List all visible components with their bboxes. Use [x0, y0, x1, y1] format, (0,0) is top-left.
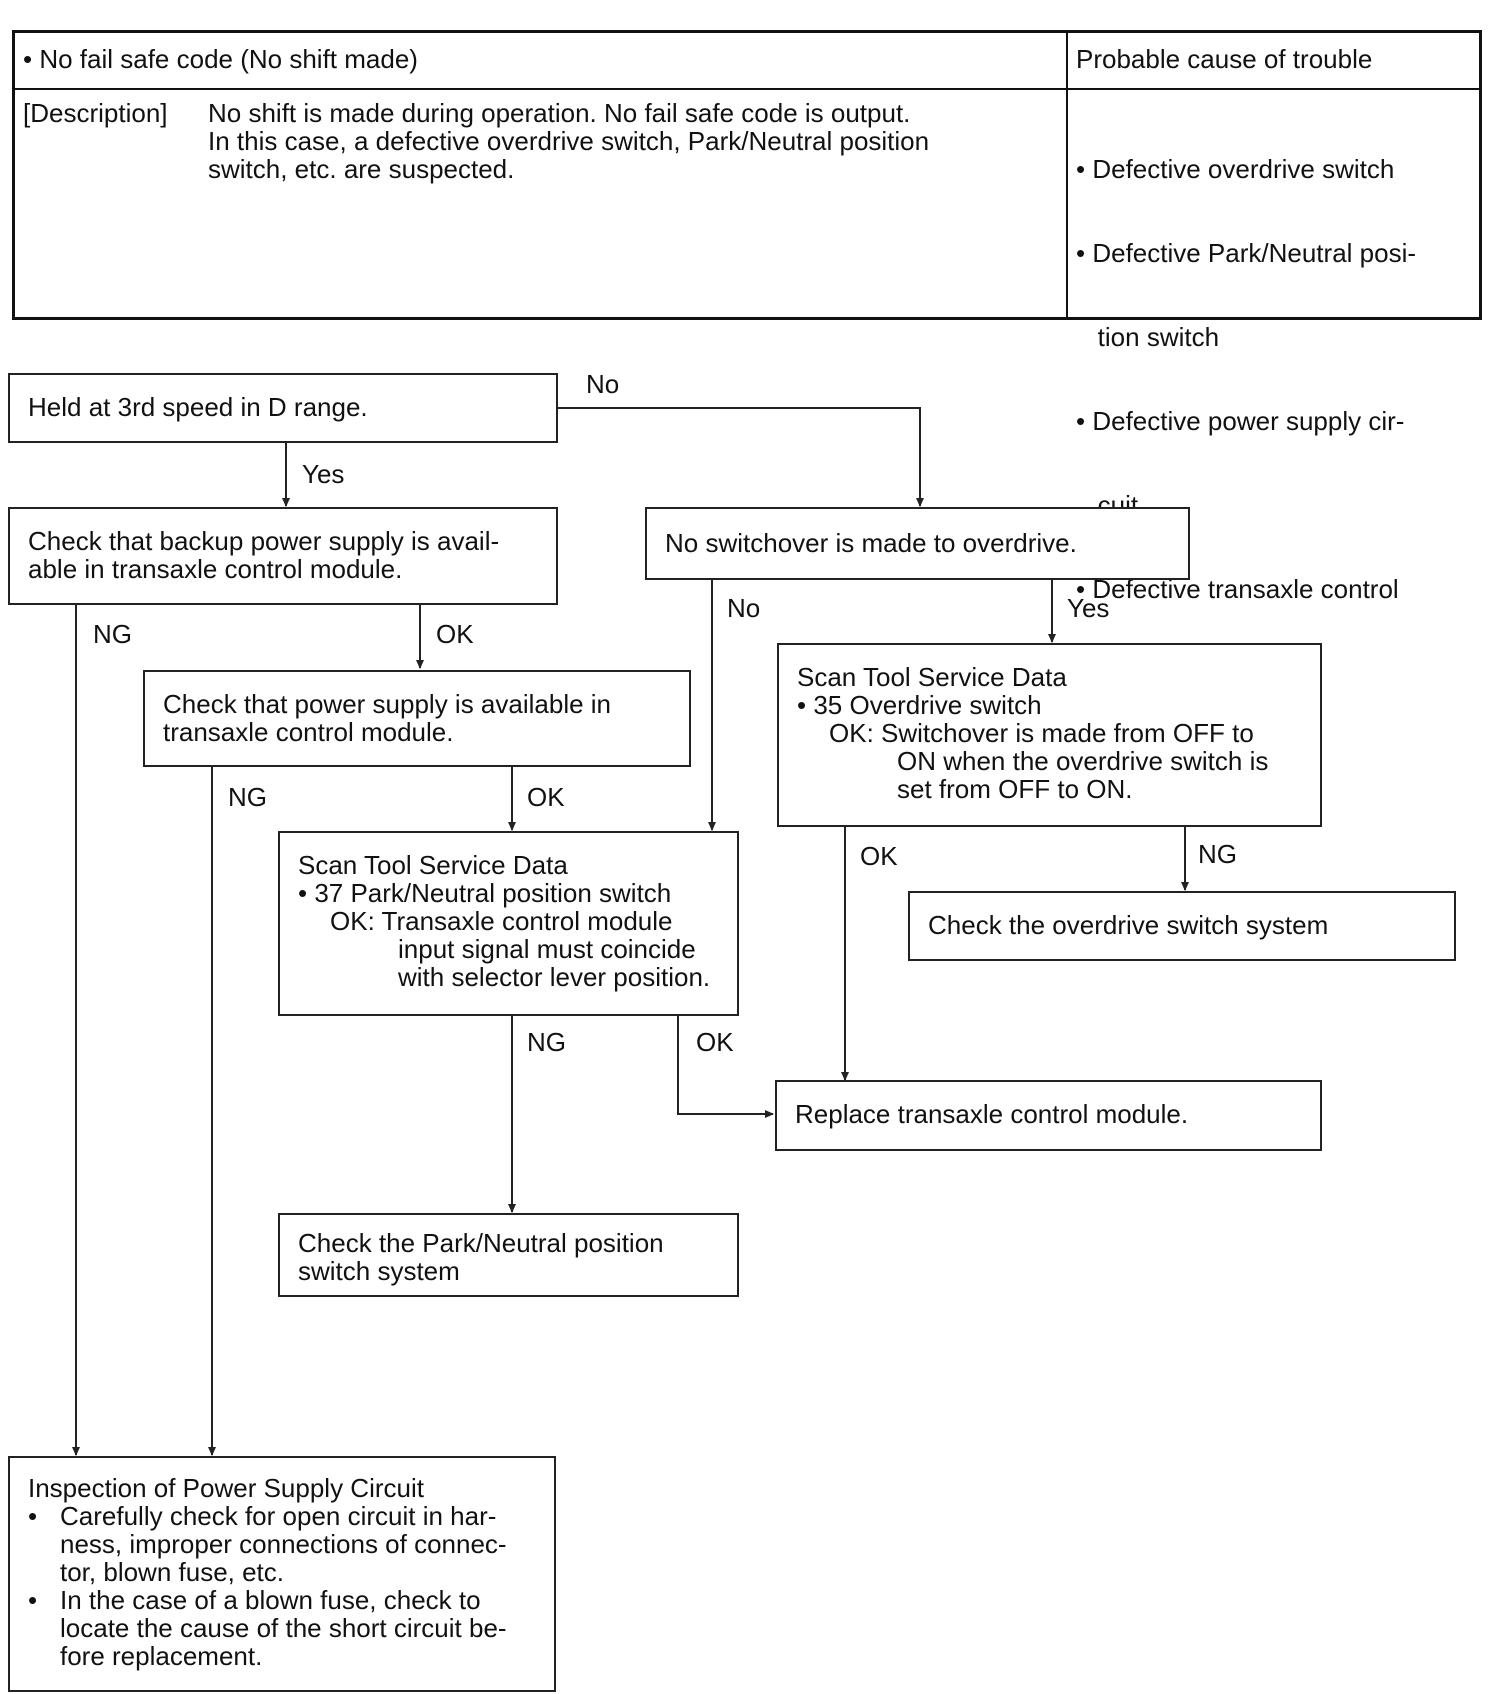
cause-item: • Defective overdrive switch: [1076, 154, 1395, 184]
bullet-text: locate the cause of the short circuit be…: [60, 1613, 507, 1643]
replace-tcm-box: Replace transaxle control module.: [775, 1080, 1322, 1151]
box-text: Held at 3rd speed in D range.: [28, 392, 368, 422]
box-text: Check that backup power supply is avail-: [28, 526, 500, 556]
description-line: No shift is made during operation. No fa…: [208, 98, 911, 128]
branch-label-ok: OK: [436, 619, 474, 649]
scan-ok: with selector lever position.: [398, 962, 711, 992]
description-line: In this case, a defective overdrive swit…: [208, 126, 930, 156]
inspection-title: Inspection of Power Supply Circuit: [28, 1473, 424, 1503]
box-text: switch system: [298, 1256, 460, 1286]
scan-ok: OK: Transaxle control module: [330, 906, 673, 936]
table-column-divider: [1066, 33, 1068, 317]
inspection-bullet: •In the case of a blown fuse, check to: [28, 1585, 481, 1615]
branch-label-ng: NG: [1198, 839, 1237, 869]
branch-label-ng: NG: [228, 782, 267, 812]
check-park-neutral-box: Check the Park/Neutral position switch s…: [278, 1213, 739, 1297]
branch-label-ok: OK: [696, 1027, 734, 1057]
branch-label-ng: NG: [93, 619, 132, 649]
power-supply-box: Check that power supply is available in …: [143, 670, 691, 767]
bullet-text: fore replacement.: [60, 1641, 263, 1671]
box-text: No switchover is made to overdrive.: [665, 528, 1077, 558]
scan-title: Scan Tool Service Data: [298, 850, 568, 880]
scan-ok: OK: Switchover is made from OFF to: [829, 718, 1254, 748]
scan-tool-35-box: Scan Tool Service Data • 35 Overdrive sw…: [777, 643, 1322, 827]
held-3rd-speed-box: Held at 3rd speed in D range.: [8, 373, 558, 443]
table-header-cause: Probable cause of trouble: [1076, 44, 1373, 74]
description-label: [Description]: [23, 98, 168, 128]
box-text: Check that power supply is available in: [163, 689, 612, 719]
backup-power-box: Check that backup power supply is avail-…: [8, 507, 558, 605]
description-line: switch, etc. are suspected.: [208, 154, 515, 184]
box-text: Check the Park/Neutral position: [298, 1228, 664, 1258]
no-switchover-box: No switchover is made to overdrive.: [645, 507, 1190, 580]
scan-ok: input signal must coincide: [398, 934, 696, 964]
inspection-box: Inspection of Power Supply Circuit •Care…: [8, 1456, 556, 1692]
table-header-code: • No fail safe code (No shift made): [23, 44, 418, 74]
description-text: No shift is made during operation. No fa…: [208, 99, 929, 183]
scan-ok: ON when the overdrive switch is: [897, 746, 1269, 776]
connector-scan37-ok: [677, 1015, 774, 1118]
branch-label-ng: NG: [527, 1027, 566, 1057]
box-text: Check the overdrive switch system: [928, 910, 1329, 940]
inspection-bullet: •Carefully check for open circuit in har…: [28, 1501, 497, 1531]
table-row-divider: [15, 88, 1479, 90]
cause-item: tion switch: [1076, 322, 1220, 352]
branch-label-yes: Yes: [302, 459, 345, 489]
branch-label-no: No: [586, 369, 620, 399]
connector-held-no: [557, 407, 924, 507]
cause-item: • Defective power supply cir-: [1076, 406, 1405, 436]
bullet-text: ness, improper connections of connec-: [60, 1529, 507, 1559]
scan-item: • 35 Overdrive switch: [797, 690, 1042, 720]
scan-ok: set from OFF to ON.: [897, 774, 1133, 804]
check-overdrive-box: Check the overdrive switch system: [908, 891, 1456, 961]
scan-item: • 37 Park/Neutral position switch: [298, 878, 672, 908]
branch-label-ok: OK: [860, 841, 898, 871]
branch-label-ok: OK: [527, 782, 565, 812]
trouble-table: • No fail safe code (No shift made) Prob…: [12, 30, 1482, 687]
bullet-text: In the case of a blown fuse, check to: [60, 1585, 481, 1615]
bullet-text: Carefully check for open circuit in har-: [60, 1501, 497, 1531]
box-text: Replace transaxle control module.: [795, 1099, 1189, 1129]
cause-item: • Defective Park/Neutral posi-: [1076, 238, 1417, 268]
box-text: transaxle control module.: [163, 717, 454, 747]
scan-title: Scan Tool Service Data: [797, 662, 1067, 692]
branch-label-no: No: [727, 593, 761, 623]
scan-tool-37-box: Scan Tool Service Data • 37 Park/Neutral…: [278, 831, 739, 1016]
branch-label-yes: Yes: [1067, 593, 1110, 623]
box-text: able in transaxle control module.: [28, 554, 403, 584]
bullet-text: tor, blown fuse, etc.: [60, 1557, 285, 1587]
